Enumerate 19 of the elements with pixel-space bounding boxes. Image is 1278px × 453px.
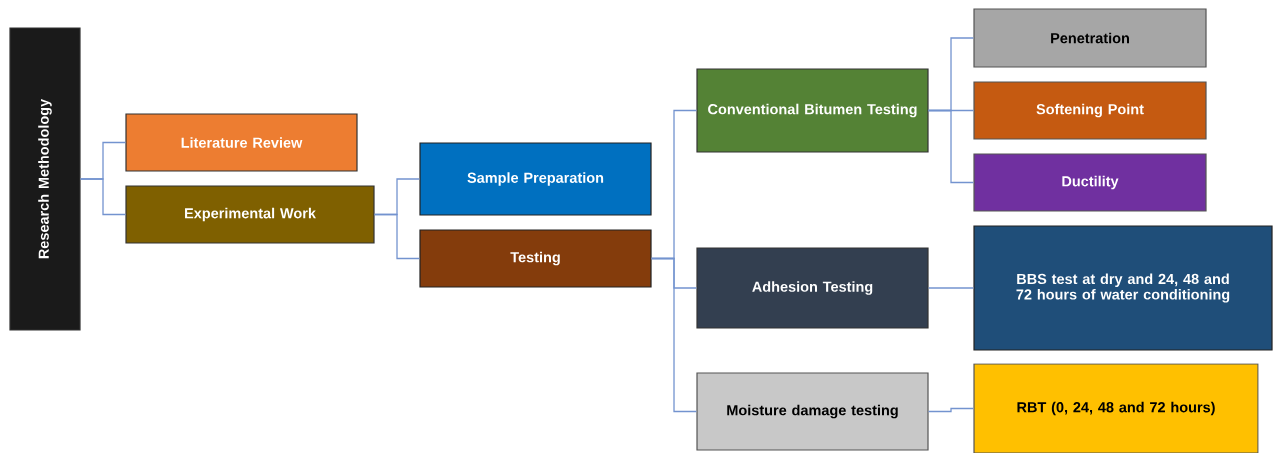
title-bar: Research Methodology (9, 27, 81, 331)
process-box: Sample Preparation (419, 142, 652, 216)
process-box: Literature Review (125, 113, 358, 172)
process-box: Adhesion Testing (696, 247, 929, 329)
process-box: Ductility (973, 153, 1207, 212)
connector (373, 213, 421, 260)
process-box: Softening Point (973, 81, 1207, 140)
connector (927, 287, 975, 289)
connector (927, 407, 975, 413)
process-box: Conventional Bitumen Testing (696, 68, 929, 153)
process-box: Moisture damage testing (696, 372, 929, 451)
connector (650, 257, 698, 413)
connector (79, 178, 127, 216)
process-box: Testing (419, 229, 652, 288)
process-box: Experimental Work (125, 185, 375, 244)
connector (927, 109, 975, 184)
process-box: BBS test at dry and 24, 48 and 72 hours of water conditioning (973, 225, 1273, 351)
process-box: RBT (0, 24, 48 and 72 hours) (973, 363, 1259, 453)
process-box: Penetration (973, 8, 1207, 68)
